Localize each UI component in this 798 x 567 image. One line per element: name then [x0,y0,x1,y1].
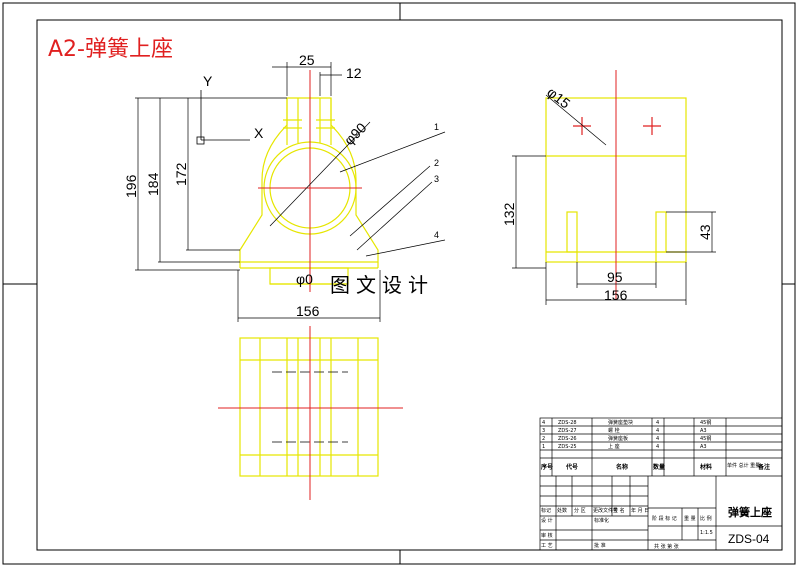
svg-text:名称: 名称 [616,463,628,471]
leader-3: 3 [434,174,439,184]
dim-196: 196 [123,174,139,198]
svg-text:2: 2 [542,436,545,442]
svg-text:ZDS-27: ZDS-27 [558,428,577,434]
leader-1: 1 [434,122,439,132]
title-block [539,417,783,551]
svg-text:4: 4 [656,436,659,442]
svg-text:45钢: 45钢 [700,435,711,442]
svg-text:ZDS-26: ZDS-26 [558,436,577,442]
svg-text:4: 4 [656,428,659,434]
svg-text:工 艺: 工 艺 [541,543,553,549]
svg-text:分 区: 分 区 [574,507,586,514]
dim-phi90: φ90 [341,119,370,148]
svg-text:代号: 代号 [565,463,578,471]
svg-text:处数: 处数 [557,507,567,514]
axis-x-label: X [254,125,264,141]
inner-border [36,19,783,551]
svg-text:1: 1 [542,444,545,450]
svg-text:4: 4 [656,444,659,450]
axis-y-label: Y [203,73,213,89]
svg-text:比 例: 比 例 [700,515,712,522]
svg-text:材料: 材料 [699,463,712,471]
bom-rows: 4 ZDS-28 弹簧座垫块 4 45钢 3 ZDS-27 螺 栓 4 A3 2… [540,419,770,471]
svg-text:1:1.5: 1:1.5 [700,530,713,536]
svg-text:序号: 序号 [540,463,553,471]
front-dims [135,62,446,322]
svg-text:4: 4 [542,420,545,426]
svg-text:ZDS-28: ZDS-28 [558,420,577,426]
svg-text:A3: A3 [700,428,707,434]
svg-text:弹簧座板: 弹簧座板 [608,435,628,442]
svg-text:ZDS-25: ZDS-25 [558,444,577,450]
svg-text:共 张 第 张: 共 张 第 张 [654,543,679,550]
side-hole-marks [573,117,661,135]
svg-text:数量: 数量 [653,463,665,471]
leader-2: 2 [434,158,439,168]
dim-12: 12 [346,65,362,81]
svg-text:单件 总计 重量: 单件 总计 重量 [727,462,760,469]
svg-text:4: 4 [656,420,659,426]
dim-25: 25 [299,52,315,68]
svg-text:年 月 日: 年 月 日 [631,507,649,514]
svg-text:更改文件号: 更改文件号 [593,507,618,514]
dim-43: 43 [697,224,713,240]
leader-4: 4 [434,230,439,240]
svg-text:3: 3 [542,428,545,434]
dim-front-width: 156 [296,303,320,319]
svg-text:弹簧座垫块: 弹簧座垫块 [608,419,633,426]
drawing-code: ZDS-04 [728,532,770,546]
dim-184: 184 [145,172,161,196]
svg-text:上 座: 上 座 [608,443,620,450]
dim-phi15: φ15 [544,84,573,112]
dim-172: 172 [173,162,189,186]
svg-text:签 名: 签 名 [613,507,625,514]
svg-text:批 准: 批 准 [594,542,606,549]
dim-95: 95 [607,269,623,285]
centering-marks [3,3,795,564]
svg-text:重 量: 重 量 [684,515,696,522]
svg-text:备注: 备注 [757,463,770,471]
svg-text:螺 栓: 螺 栓 [608,427,620,434]
svg-text:审 核: 审 核 [541,532,553,539]
svg-text:45钢: 45钢 [700,419,711,426]
svg-text:阶 段 标 记: 阶 段 标 记 [652,515,677,522]
svg-text:A3: A3 [700,444,707,450]
drawing-title: A2-弹簧上座 [48,37,173,62]
drawing-name: 弹簧上座 [728,505,772,519]
watermark: 图文设计 [330,273,434,297]
title-block-labels: 标记 处数 分 区 更改文件号 签 名 年 月 日 设 计 标准化 阶 段 标 … [541,507,713,550]
side-dims [512,94,716,305]
dim-side-width: 156 [604,287,628,303]
svg-text:设 计: 设 计 [541,517,553,524]
dim-phi-bottom: φ0 [296,271,313,287]
svg-text:标记: 标记 [541,507,551,514]
dim-132: 132 [501,202,517,226]
top-view [239,337,379,477]
svg-text:标准化: 标准化 [594,517,609,524]
